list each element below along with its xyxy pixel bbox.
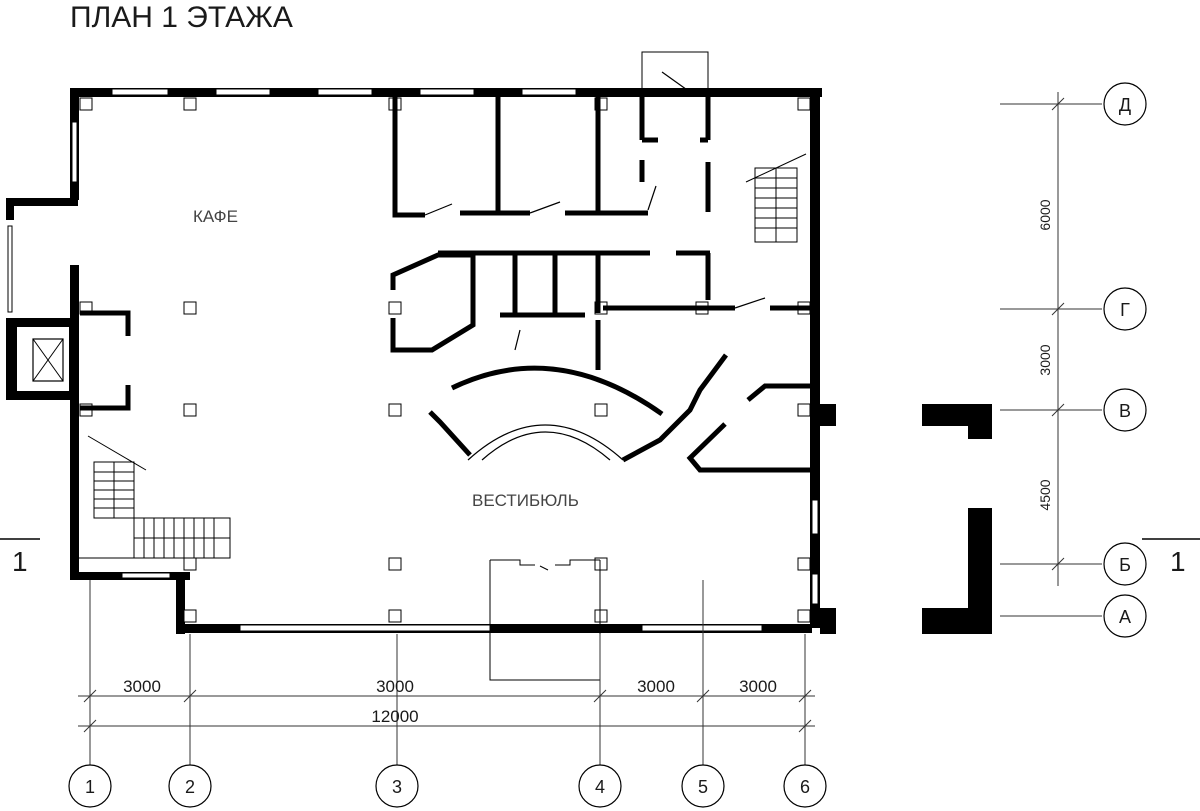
svg-text:А: А bbox=[1119, 607, 1131, 627]
axis-marker-d: Д bbox=[1103, 82, 1147, 126]
section-label-left: 1 bbox=[12, 546, 28, 577]
axis-marker-4: 4 bbox=[578, 764, 622, 808]
section-label-right: 1 bbox=[1170, 546, 1186, 577]
entrance-porch bbox=[489, 51, 709, 681]
vertical-dimension-chain bbox=[1000, 92, 1102, 617]
axis-marker-2: 2 bbox=[168, 764, 212, 808]
dimension-3000-a: 3000 bbox=[123, 677, 161, 696]
horizontal-dimension-chains bbox=[78, 580, 815, 766]
axis-marker-3: 3 bbox=[375, 764, 419, 808]
door-swings bbox=[424, 71, 766, 351]
axis-marker-1: 1 bbox=[68, 764, 112, 808]
columns bbox=[79, 97, 811, 623]
room-label-lobby: ВЕСТИБЮЛЬ bbox=[472, 491, 579, 510]
elevator bbox=[11, 321, 75, 397]
svg-text:1: 1 bbox=[85, 777, 95, 797]
svg-text:В: В bbox=[1119, 401, 1131, 421]
dimension-6000: 6000 bbox=[1037, 199, 1053, 230]
dimension-3000-d: 3000 bbox=[739, 677, 777, 696]
axis-marker-6: 6 bbox=[783, 764, 827, 808]
dimension-3000-b: 3000 bbox=[376, 677, 414, 696]
dimension-4500: 4500 bbox=[1037, 479, 1053, 510]
windows bbox=[7, 88, 819, 632]
dimension-total-12000: 12000 bbox=[371, 707, 418, 726]
plan-title: ПЛАН 1 ЭТАЖА bbox=[70, 1, 293, 34]
axis-marker-v: В bbox=[1103, 388, 1147, 432]
svg-text:6: 6 bbox=[800, 777, 810, 797]
svg-text:5: 5 bbox=[698, 777, 708, 797]
svg-text:Б: Б bbox=[1119, 555, 1131, 575]
reception-counter bbox=[467, 424, 624, 461]
axis-marker-g: Г bbox=[1103, 287, 1147, 331]
axis-marker-b: Б bbox=[1103, 542, 1147, 586]
dimension-3000-c: 3000 bbox=[637, 677, 675, 696]
section-cut-marks bbox=[922, 404, 992, 634]
svg-text:2: 2 bbox=[185, 777, 195, 797]
row-axis-markers: Д Г В Б А bbox=[1103, 82, 1147, 638]
column-axis-markers: 1 2 3 4 5 6 bbox=[68, 764, 827, 808]
svg-text:Г: Г bbox=[1120, 300, 1130, 320]
axis-marker-5: 5 bbox=[681, 764, 725, 808]
staircases bbox=[79, 153, 807, 559]
outer-walls bbox=[6, 88, 836, 634]
svg-text:4: 4 bbox=[595, 777, 605, 797]
interior-walls bbox=[80, 97, 810, 473]
room-label-cafe: КАФЕ bbox=[193, 207, 238, 226]
dimension-3000-vertical: 3000 bbox=[1037, 344, 1053, 375]
axis-marker-a: А bbox=[1103, 594, 1147, 638]
svg-text:Д: Д bbox=[1119, 95, 1131, 115]
svg-text:3: 3 bbox=[392, 777, 402, 797]
